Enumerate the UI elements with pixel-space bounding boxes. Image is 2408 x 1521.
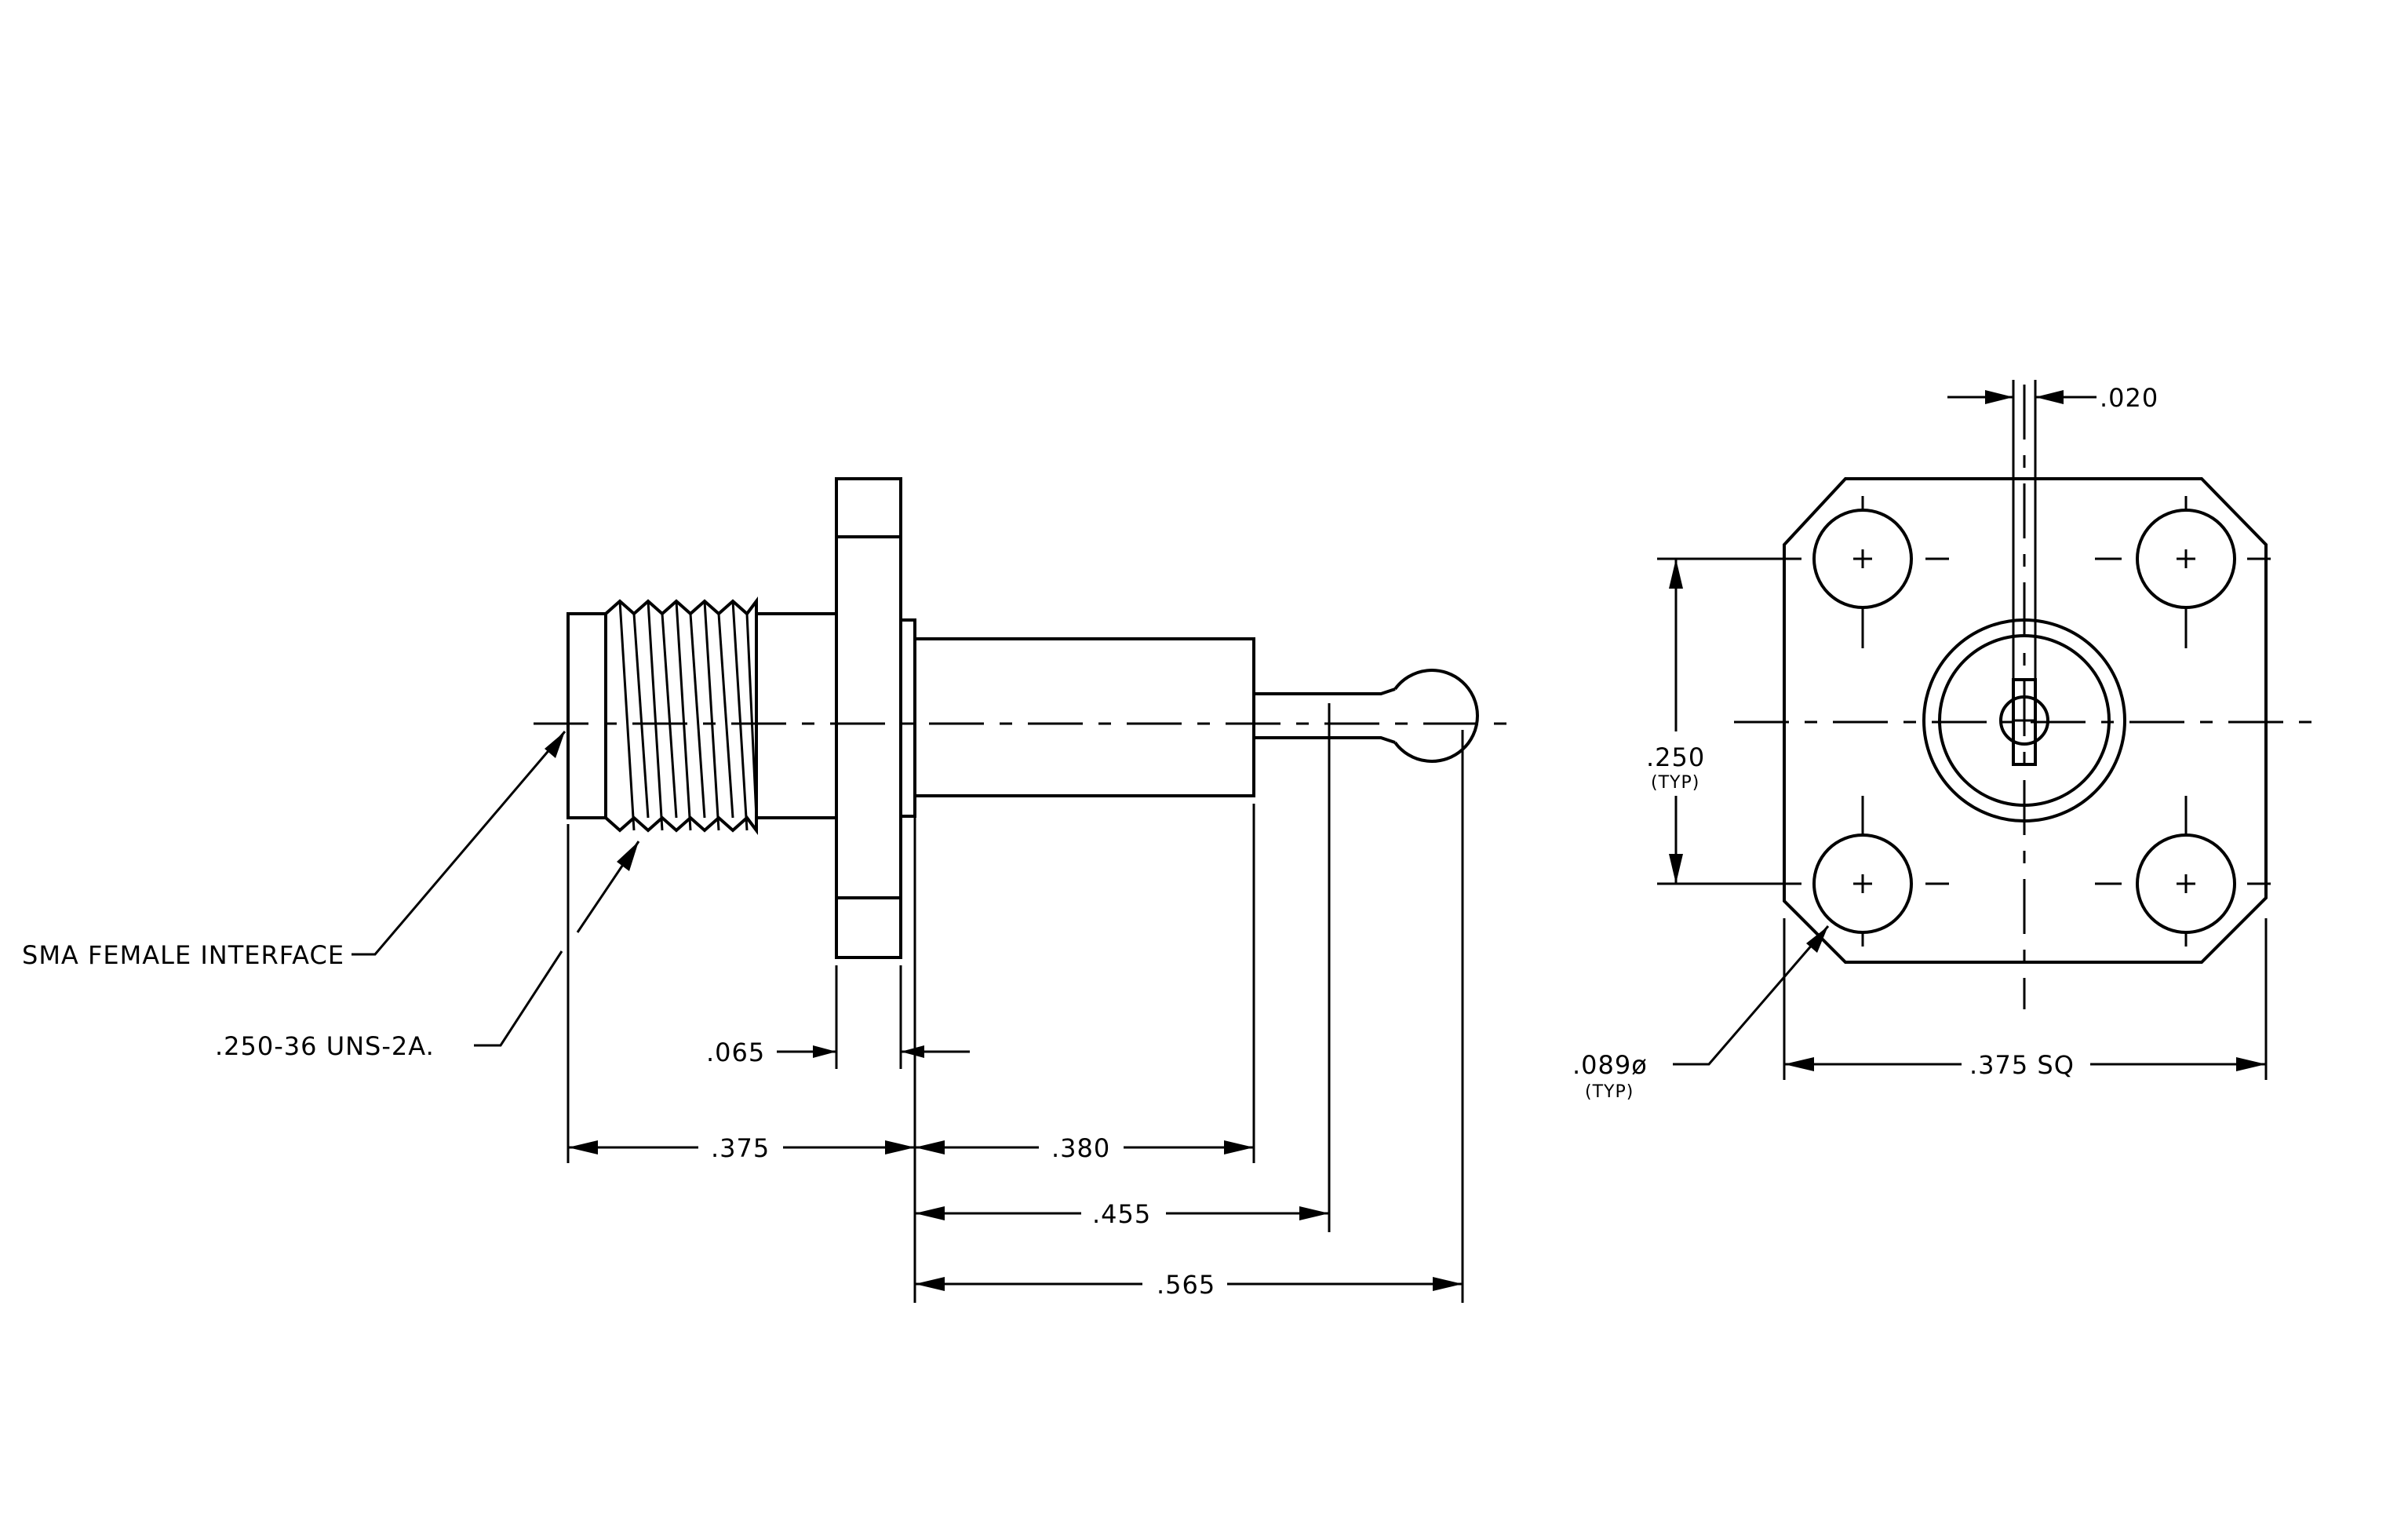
dim-pin-width: .020 bbox=[2100, 383, 2158, 413]
dim-hole-diameter: .089ø bbox=[1572, 1050, 1648, 1080]
dim-hole-spacing: .250 bbox=[1646, 742, 1705, 772]
dim-flange-square: .375 SQ bbox=[1969, 1050, 2075, 1080]
front-body bbox=[566, 612, 607, 819]
front-view: .020 .250 (TYP) .375 SQ .089ø (TYP) bbox=[1572, 380, 2322, 1102]
dim-front-length: .375 bbox=[711, 1133, 770, 1163]
contact-pin bbox=[1254, 688, 1396, 695]
dim-body-length: .380 bbox=[1051, 1133, 1110, 1163]
thread-bottom-profile bbox=[604, 815, 758, 835]
callout-sma-interface: SMA FEMALE INTERFACE bbox=[22, 940, 344, 970]
flange bbox=[835, 477, 902, 959]
dim-pin-shoulder: .455 bbox=[1092, 1199, 1151, 1229]
side-view: .065 .375 .380 .455 .565 SMA FEMALE INTE… bbox=[22, 477, 1514, 1303]
rear-body bbox=[913, 637, 1255, 797]
dim-overall-rear: .565 bbox=[1157, 1270, 1215, 1300]
dim-hole-diameter-note: (TYP) bbox=[1585, 1082, 1634, 1102]
hole-crosshairs bbox=[1853, 549, 2195, 893]
thread-helix-lines bbox=[618, 600, 758, 831]
dim-hole-spacing-note: (TYP) bbox=[1651, 773, 1699, 793]
callout-thread-spec: .250-36 UNS-2A. bbox=[215, 1031, 435, 1061]
pin-solder-cup bbox=[1393, 669, 1479, 763]
front-flange-outline bbox=[1783, 477, 2268, 964]
flange-shoulder bbox=[899, 618, 916, 818]
rear-hex-body bbox=[755, 612, 838, 819]
dim-flange-thickness: .065 bbox=[706, 1038, 765, 1067]
